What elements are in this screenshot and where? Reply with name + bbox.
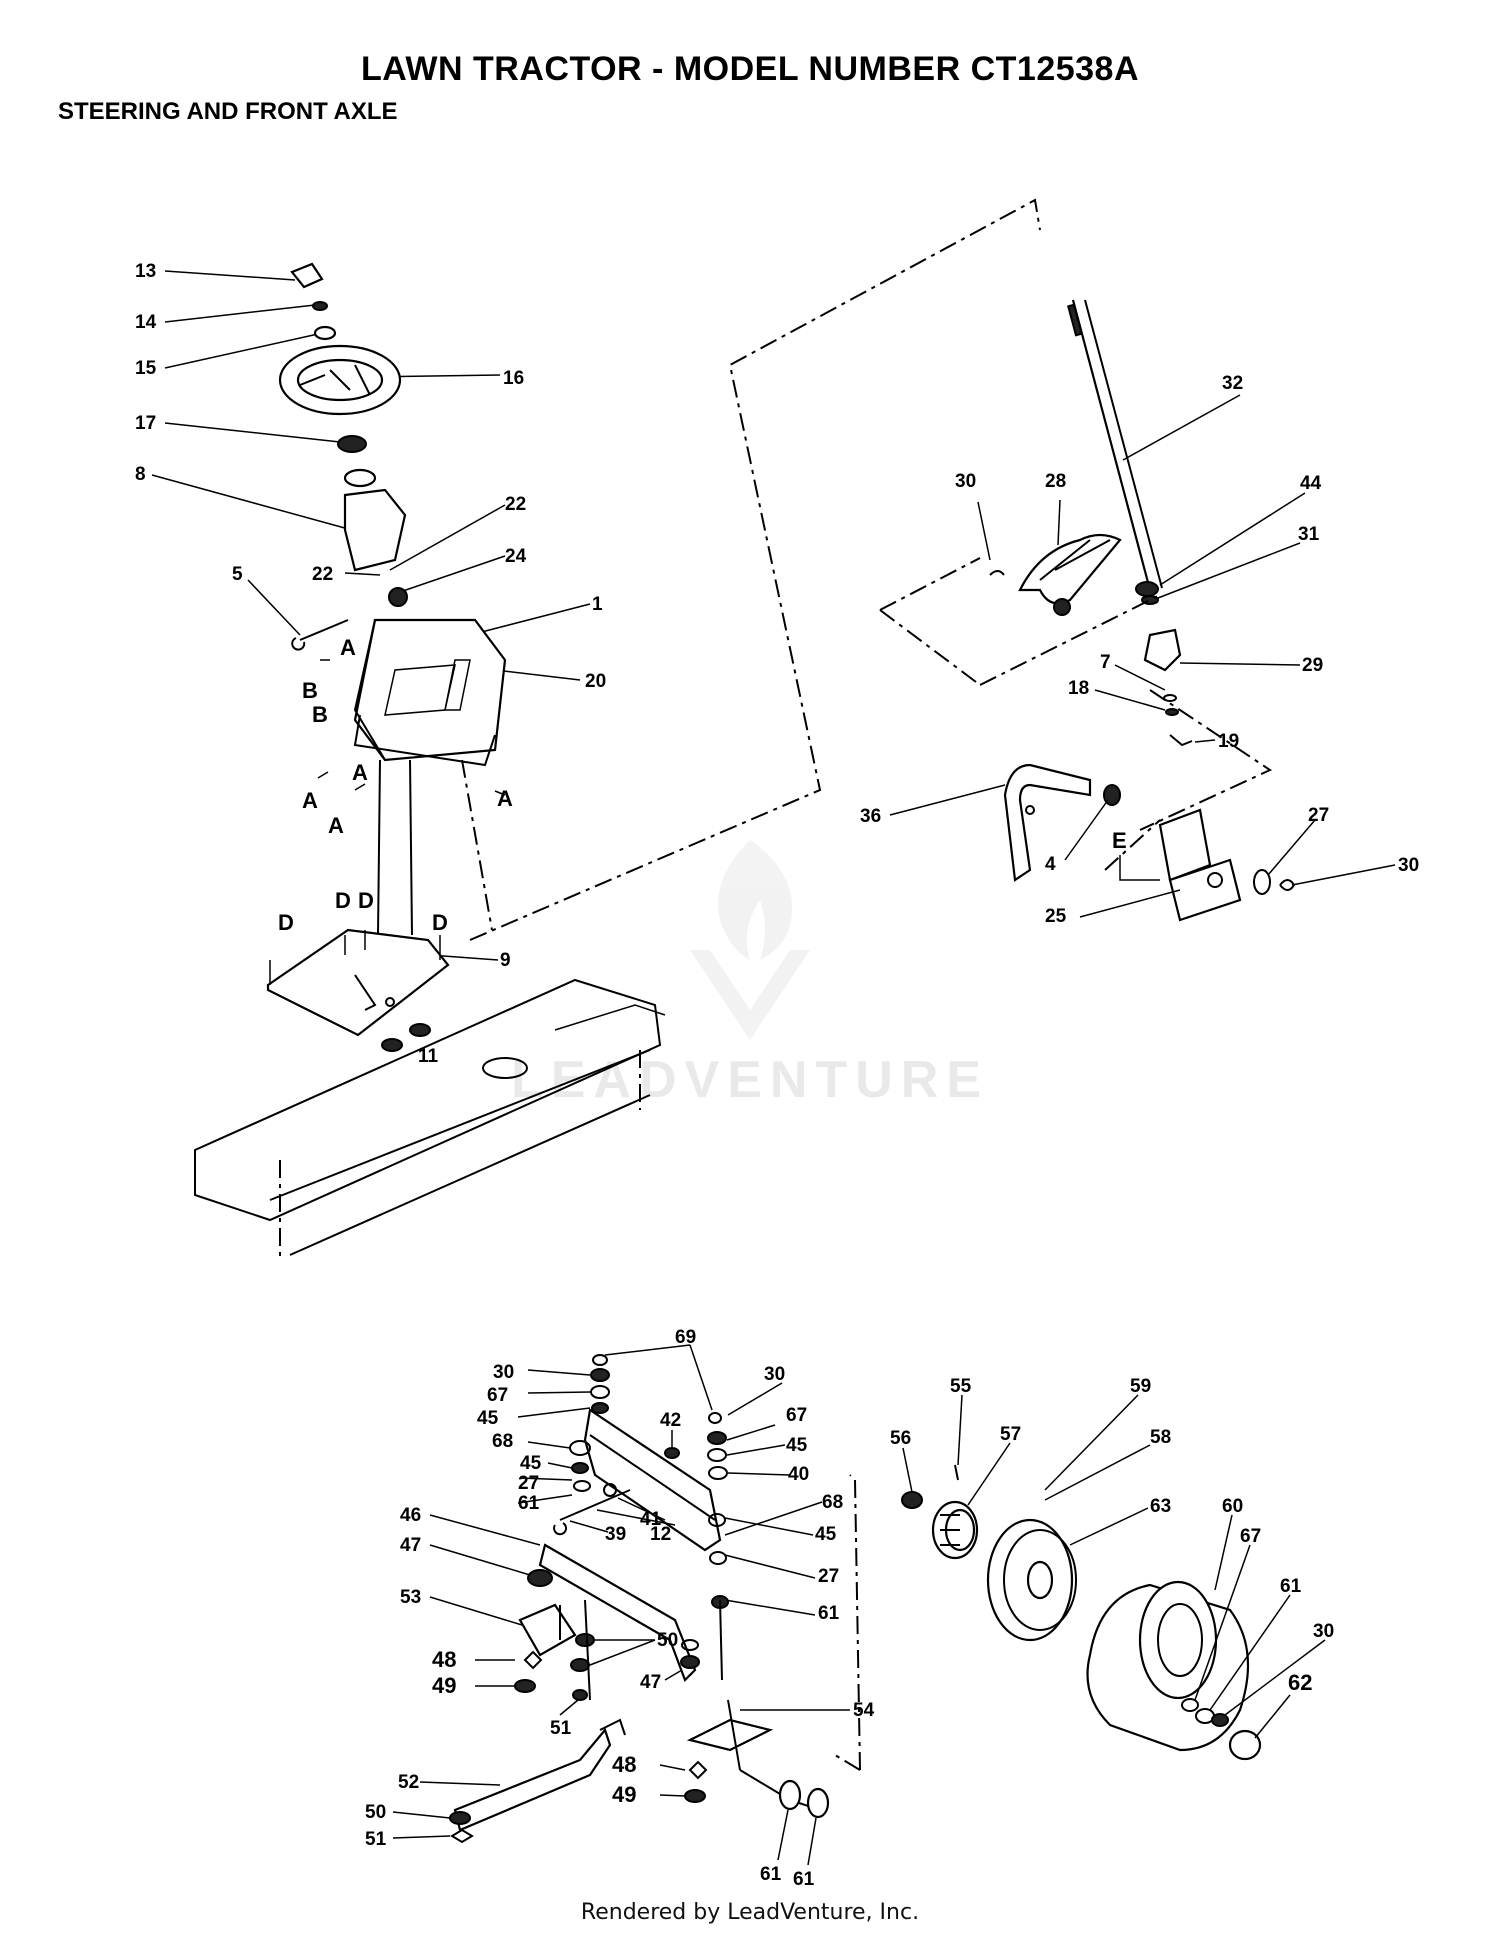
- callout-label: 19: [1218, 731, 1239, 752]
- callout-label: 30: [1398, 855, 1419, 876]
- callout-label: 63: [1150, 1496, 1171, 1517]
- watermark-logo: [690, 840, 810, 1040]
- callout-label: 52: [398, 1772, 419, 1793]
- callout-labels: 13 14 15 16 17 8 22 22 24 5 1 20 A B B A…: [135, 261, 1419, 1890]
- callout-label: 9: [500, 950, 511, 971]
- callout-label: E: [1112, 828, 1127, 853]
- callout-label: 29: [1302, 655, 1323, 676]
- callout-label: 45: [477, 1408, 499, 1429]
- callout-label: A: [352, 760, 368, 785]
- callout-label: 45: [786, 1435, 808, 1456]
- callout-label: A: [340, 635, 356, 660]
- callout-label: 30: [955, 471, 976, 492]
- callout-label: 68: [492, 1431, 513, 1452]
- callout-label: D: [432, 910, 448, 935]
- callout-label: 51: [365, 1829, 387, 1850]
- callout-label: 49: [432, 1673, 456, 1698]
- section-subtitle: STEERING AND FRONT AXLE: [58, 98, 398, 125]
- callout-label: 5: [232, 564, 243, 585]
- callout-label: A: [497, 786, 513, 811]
- callout-label: 69: [675, 1327, 696, 1348]
- callout-label: 49: [612, 1782, 636, 1807]
- callout-label: 58: [1150, 1427, 1171, 1448]
- callout-label: 15: [135, 358, 157, 379]
- callout-label: 20: [585, 671, 606, 692]
- callout-label: 24: [505, 546, 527, 567]
- callout-label: A: [328, 813, 344, 838]
- callout-label: 61: [760, 1864, 782, 1885]
- callout-label: 61: [793, 1869, 815, 1890]
- callout-label: 53: [400, 1587, 421, 1608]
- callout-label: 67: [1240, 1526, 1261, 1547]
- callout-label: 11: [418, 1046, 439, 1067]
- callout-label: 59: [1130, 1376, 1151, 1397]
- callout-label: 30: [493, 1362, 514, 1383]
- callout-label: 32: [1222, 373, 1243, 394]
- callout-label: 30: [764, 1364, 785, 1385]
- callout-label: 22: [312, 564, 333, 585]
- callout-label: 27: [518, 1473, 539, 1494]
- callout-label: A: [302, 788, 318, 813]
- callout-label: 4: [1045, 854, 1056, 875]
- callout-label: B: [302, 678, 318, 703]
- callout-label: 47: [400, 1535, 421, 1556]
- callout-label: 12: [650, 1524, 671, 1545]
- callout-label: 16: [503, 368, 524, 389]
- callout-label: 54: [853, 1700, 875, 1721]
- callout-label: 67: [786, 1405, 807, 1426]
- callout-label: 68: [822, 1492, 843, 1513]
- callout-label: 22: [505, 494, 526, 515]
- callout-label: D: [358, 888, 374, 913]
- callout-label: 42: [660, 1410, 681, 1431]
- callout-label: 1: [592, 594, 603, 615]
- callout-label: 30: [1313, 1621, 1334, 1642]
- callout-label: 67: [487, 1385, 508, 1406]
- callout-label: 27: [818, 1566, 839, 1587]
- callout-label: 62: [1288, 1670, 1312, 1695]
- callout-label: 14: [135, 312, 157, 333]
- callout-label: 50: [657, 1630, 678, 1651]
- callout-label: 17: [135, 413, 156, 434]
- callout-label: 8: [135, 464, 146, 485]
- callout-label: 56: [890, 1428, 911, 1449]
- footer-credit: Rendered by LeadVenture, Inc.: [580, 1900, 920, 1925]
- callout-label: 28: [1045, 471, 1066, 492]
- callout-label: 46: [400, 1505, 421, 1526]
- callout-label: 18: [1068, 678, 1089, 699]
- callout-label: 61: [818, 1603, 840, 1624]
- callout-label: 55: [950, 1376, 972, 1397]
- watermark: LEADVENTURE: [510, 1051, 990, 1109]
- callout-label: D: [335, 888, 351, 913]
- callout-label: 50: [365, 1802, 386, 1823]
- callout-label: 40: [788, 1464, 809, 1485]
- callout-label: 36: [860, 806, 881, 827]
- callout-label: 39: [605, 1524, 626, 1545]
- callout-label: 44: [1300, 473, 1322, 494]
- callout-label: 47: [640, 1672, 661, 1693]
- callout-label: 45: [520, 1453, 542, 1474]
- callout-label: 25: [1045, 906, 1067, 927]
- callout-label: 61: [518, 1493, 540, 1514]
- callout-label: D: [278, 910, 294, 935]
- callout-label: 48: [432, 1647, 456, 1672]
- callout-label: 60: [1222, 1496, 1243, 1517]
- callout-label: B: [312, 702, 328, 727]
- callout-label: 13: [135, 261, 156, 282]
- callout-label: 61: [1280, 1576, 1302, 1597]
- callout-label: 27: [1308, 805, 1329, 826]
- callout-label: 45: [815, 1524, 837, 1545]
- callout-label: 31: [1298, 524, 1320, 545]
- callout-label: 57: [1000, 1424, 1021, 1445]
- callout-label: 41: [640, 1509, 662, 1530]
- page-title: LAWN TRACTOR - MODEL NUMBER CT12538A: [360, 50, 1140, 88]
- callout-label: 7: [1100, 652, 1111, 673]
- callout-label: 51: [550, 1718, 572, 1739]
- callout-label: 48: [612, 1752, 636, 1777]
